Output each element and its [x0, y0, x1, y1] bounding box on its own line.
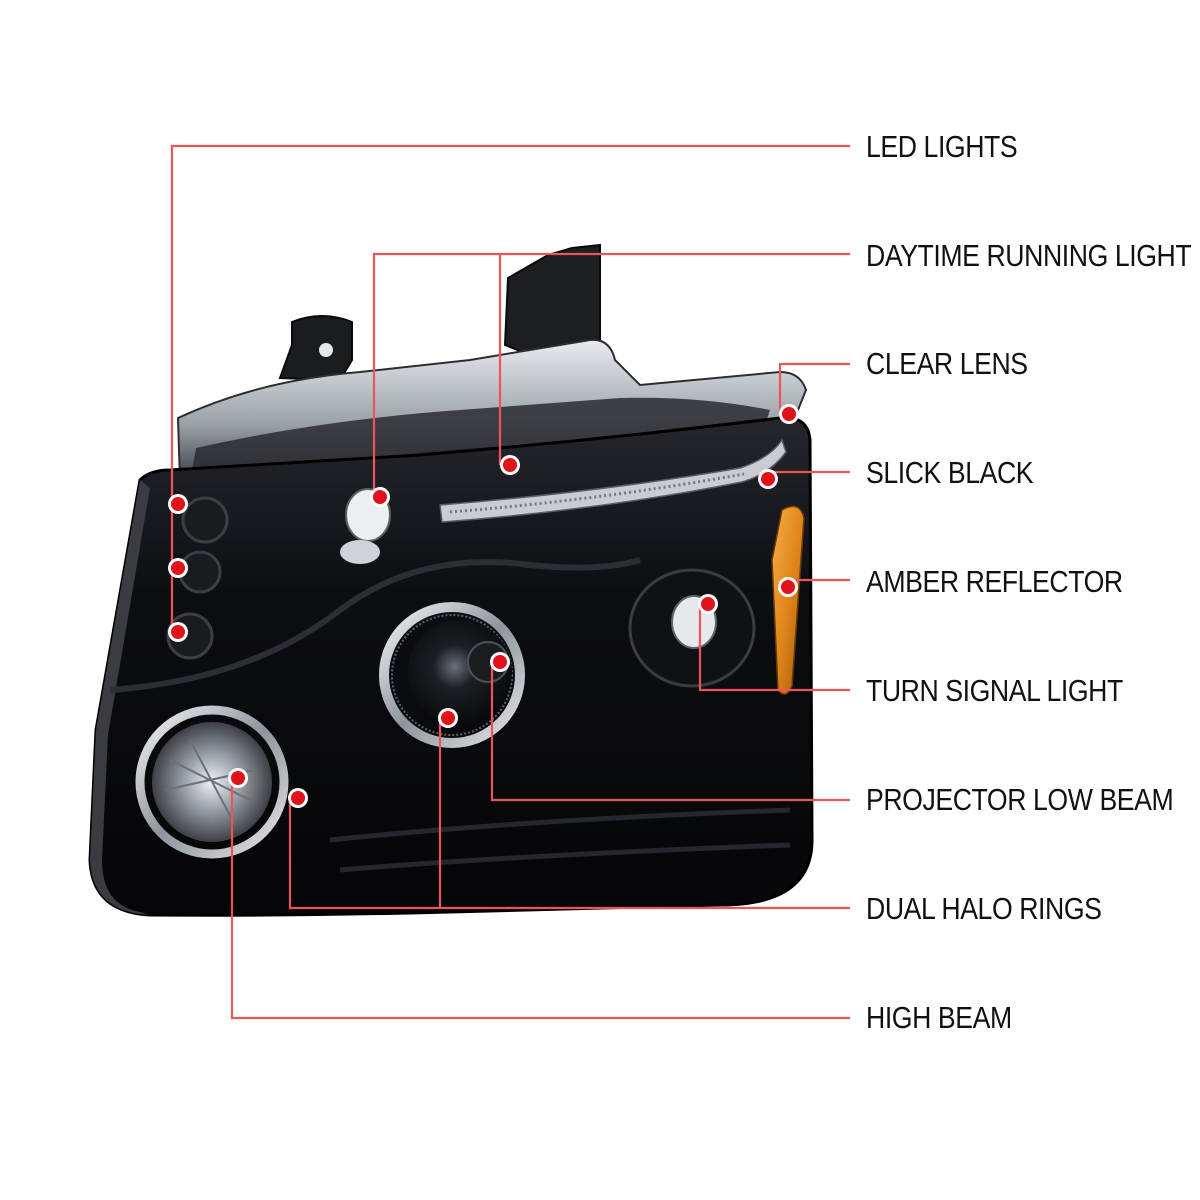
marker-dot — [171, 497, 185, 511]
amber-reflector-strip — [771, 505, 805, 695]
marker-dot — [782, 407, 796, 421]
leader-line-daytime-running-light — [372, 252, 850, 497]
marker-dot — [231, 771, 245, 785]
high-beam-halo — [135, 705, 289, 859]
label-high-beam: HIGH BEAM — [866, 1000, 1012, 1035]
marker-dot — [761, 472, 775, 486]
label-projector-low-beam: PROJECTOR LOW BEAM — [866, 782, 1174, 817]
left-tab-hole — [319, 343, 333, 357]
left-mounting-tab — [278, 315, 353, 382]
callout-leader-lines — [170, 144, 850, 1020]
marker-daytime-running-light-2 — [500, 455, 520, 475]
marker-turn-signal-light — [698, 594, 718, 614]
label-amber-reflector: AMBER REFLECTOR — [866, 564, 1123, 599]
label-clear-lens: CLEAR LENS — [866, 346, 1028, 381]
marker-slick-black — [758, 469, 778, 489]
label-turn-signal-light: TURN SIGNAL LIGHT — [866, 673, 1123, 708]
label-led-lights: LED LIGHTS — [866, 129, 1018, 164]
leader-line-clear-lens — [778, 362, 850, 414]
marker-clear-lens — [779, 404, 799, 424]
marker-amber-reflector — [778, 577, 798, 597]
housing-left-bezel — [90, 480, 150, 915]
marker-dot — [171, 625, 185, 639]
marker-dot — [373, 490, 387, 504]
projector-halo-ring — [379, 602, 525, 748]
marker-dot — [503, 458, 517, 472]
headlight-assembly-icon — [88, 243, 814, 917]
projector-halo-ring-inner — [391, 614, 513, 736]
marker-led-lights-2 — [168, 558, 188, 578]
marker-dot — [493, 655, 507, 669]
housing-divider — [109, 557, 641, 693]
marker-dual-halo-rings-1 — [438, 708, 458, 728]
label-dual-halo-rings: DUAL HALO RINGS — [866, 891, 1102, 926]
marker-dot — [291, 791, 305, 805]
leader-line-dual-halo-rings — [288, 718, 850, 910]
right-mounting-tab — [503, 243, 601, 356]
drl-light-bar — [439, 438, 787, 523]
marker-led-lights-1 — [168, 494, 188, 514]
label-daytime-running-light: DAYTIME RUNNING LIGHT — [866, 238, 1192, 273]
leader-line-led-lights — [170, 144, 850, 632]
marker-dot — [701, 597, 715, 611]
marker-dot — [171, 561, 185, 575]
callout-markers — [168, 404, 799, 808]
leader-line-turn-signal-light — [698, 604, 850, 692]
marker-dot — [781, 580, 795, 594]
marker-high-beam — [228, 768, 248, 788]
marker-daytime-running-light-1 — [370, 487, 390, 507]
leader-line-projector-low-beam — [490, 662, 850, 802]
label-slick-black: SLICK BLACK — [866, 455, 1034, 490]
marker-projector-low-beam — [490, 652, 510, 672]
drl-bulb-base — [340, 540, 380, 564]
marker-dot — [441, 711, 455, 725]
housing-lower-ribs — [329, 807, 791, 873]
marker-led-lights-3 — [168, 622, 188, 642]
marker-dual-halo-rings-2 — [288, 788, 308, 808]
leader-line-high-beam — [230, 778, 850, 1020]
led-pod-1 — [181, 496, 229, 544]
